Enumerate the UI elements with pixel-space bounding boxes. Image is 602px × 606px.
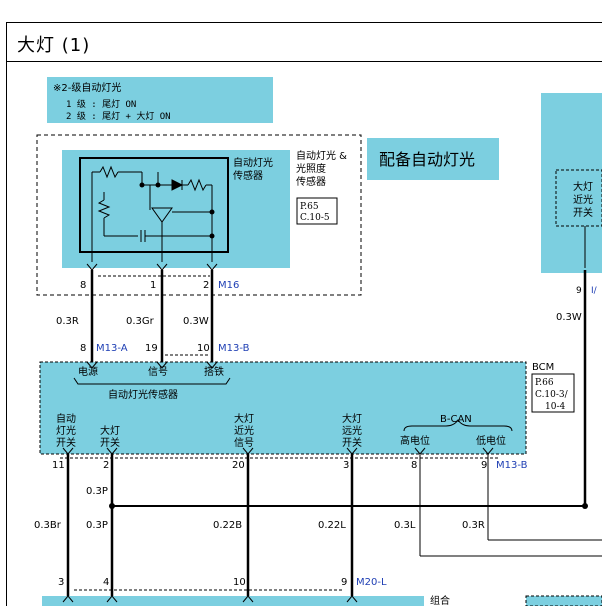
sensor-module	[62, 150, 290, 268]
col-head-2: 开关	[100, 436, 120, 449]
col-low-3: 信号	[234, 437, 254, 449]
bcm-bpin-9: 9	[481, 460, 487, 471]
col-high-1: 大灯	[342, 412, 362, 425]
bcm-module	[39, 361, 527, 455]
bcm-bpin-8: 8	[411, 460, 417, 471]
bcm-conn-m13b: M13-B	[218, 343, 250, 354]
bcm-bpin-11: 11	[52, 460, 65, 471]
right-bottom-module	[525, 595, 602, 606]
page-title: 大灯 (1)	[17, 35, 91, 56]
note-line-1: 1 级 : 尾灯 ON	[66, 98, 136, 110]
sensor-circuit-box	[79, 157, 229, 253]
wire-label-0.3R: 0.3R	[56, 316, 79, 327]
right-label-line3: 开关	[573, 206, 593, 219]
col-high-3: 开关	[342, 436, 362, 449]
splice-dot-right	[582, 503, 588, 509]
option-label-box	[367, 138, 499, 180]
wire-label-9: 0.3R	[462, 520, 485, 531]
right-switch-box	[555, 169, 602, 227]
bcan-brace	[403, 419, 513, 432]
right-module	[541, 93, 602, 273]
col-auto-1: 自动	[56, 412, 76, 425]
bcm-conn-m13a: M13-A	[96, 343, 128, 354]
sensor-pin-8: 8	[80, 280, 86, 291]
wire-label-20: 0.22B	[213, 520, 242, 531]
bcm-term-power: 电源	[78, 365, 98, 378]
bcm-pin-19: 19	[145, 343, 158, 354]
sensor-side-line2: 光照度	[296, 162, 326, 175]
bcan-high: 高电位	[400, 434, 430, 447]
bottom-pin-connectors	[62, 595, 358, 603]
sensor-side-line3: 传感器	[296, 175, 326, 188]
wire-label-0.3W: 0.3W	[183, 316, 209, 327]
note-line-2: 2 级 : 尾灯 + 大灯 ON	[66, 110, 171, 122]
left-border	[6, 61, 7, 606]
col-low-2: 近光	[234, 424, 254, 437]
wire-label-8: 0.3L	[394, 520, 416, 531]
bcm-ref-line2: C.10-3/	[535, 390, 569, 400]
bcm-ref-line1: P.66	[535, 378, 554, 388]
bcan-low: 低电位	[476, 434, 506, 447]
bcm-pin-10: 10	[197, 343, 210, 354]
bcm-term-signal: 信号	[148, 366, 168, 378]
bcm-ref-box	[531, 373, 575, 413]
bottom-pin-10: 10	[233, 577, 246, 588]
splice-dot	[109, 503, 115, 509]
wire-label-0.3Gr: 0.3Gr	[126, 316, 155, 327]
sensor-pin-1: 1	[150, 280, 156, 291]
wire-label-11: 0.3Br	[34, 520, 62, 531]
bottom-pin-3: 3	[58, 577, 64, 588]
sensor-ref-line2: C.10-5	[300, 213, 330, 223]
sensor-connector: M16	[218, 280, 239, 291]
junction-dot	[139, 182, 145, 188]
bcm-bracket-top	[73, 377, 231, 385]
option-enclosure	[36, 134, 362, 296]
right-label-line1: 大灯	[573, 180, 593, 193]
junction-dot	[209, 233, 215, 239]
sensor-label-line1: 自动灯光	[233, 156, 273, 169]
bcm-pin-8: 8	[80, 343, 86, 354]
bcm-bpin-20: 20	[232, 460, 245, 471]
bottom-conn: M20-L	[356, 577, 387, 588]
bcm-ref-line3: 10-4	[545, 402, 565, 412]
option-label: 配备自动灯光	[379, 150, 475, 169]
right-label-line2: 近光	[573, 193, 593, 206]
wire-label-3: 0.22L	[318, 520, 346, 531]
bcm-bpin-2: 2	[103, 460, 109, 471]
wire-label-2: 0.3P	[86, 520, 108, 531]
bcm-bpin-3: 3	[343, 460, 349, 471]
bcm-bconn: M13-B	[496, 460, 528, 471]
bcm-name: BCM	[532, 362, 554, 373]
right-wire-label: 0.3W	[556, 312, 582, 323]
junction-dot	[155, 182, 161, 188]
note-box	[47, 77, 273, 123]
col-low-1: 大灯	[234, 412, 254, 425]
bcm-top-pin-connectors	[86, 361, 218, 369]
title-bar: 大灯 (1)	[6, 22, 602, 62]
sensor-label-line2: 传感器	[233, 169, 263, 182]
right-pin: 9	[576, 286, 582, 296]
bcm-term-ground: 搭铁	[204, 365, 224, 378]
bcan-label: B-CAN	[440, 414, 472, 425]
sensor-ref-box	[296, 197, 338, 225]
wire-label-2top: 0.3P	[86, 486, 108, 497]
bottom-pin-4: 4	[103, 577, 109, 588]
col-auto-2: 灯光	[56, 424, 76, 437]
col-high-2: 远光	[342, 424, 362, 437]
right-conn: I/	[591, 286, 598, 296]
bottom-pin-9: 9	[341, 577, 347, 588]
sensor-side-line1: 自动灯光 &	[296, 149, 347, 162]
combo-module	[42, 596, 424, 606]
junction-dot	[209, 209, 215, 215]
sensor-ref-line1: P.65	[300, 202, 319, 212]
note-heading: ※2-级自动灯光	[53, 81, 121, 94]
bcm-inner-label: 自动灯光传感器	[108, 388, 178, 401]
col-auto-3: 开关	[56, 436, 76, 449]
combo-label: 组合	[430, 594, 450, 606]
sensor-pin-2: 2	[203, 280, 209, 291]
col-head-1: 大灯	[100, 424, 120, 437]
